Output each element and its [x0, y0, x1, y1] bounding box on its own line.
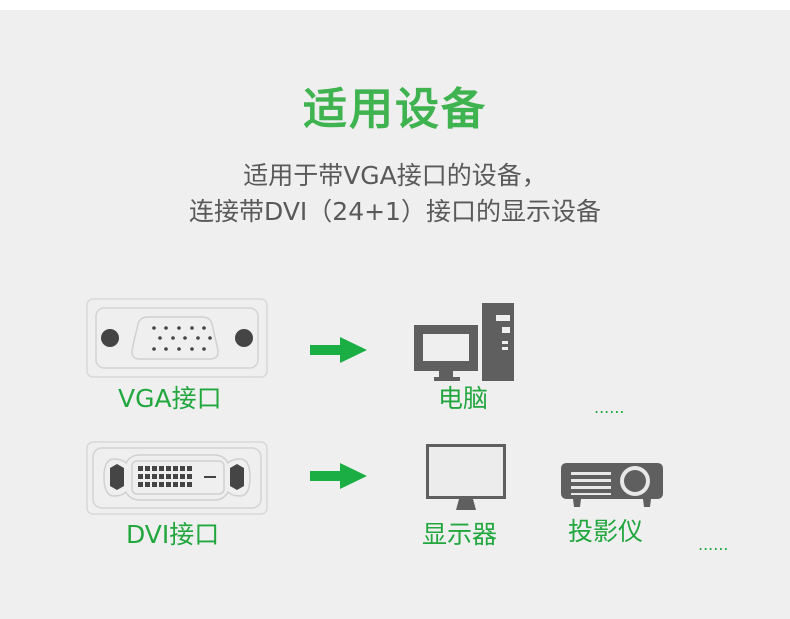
more-devices-ellipsis: ......	[698, 535, 729, 554]
dvi-connector-label: DVI接口	[126, 520, 220, 549]
page-title: 适用设备	[303, 84, 487, 135]
device-label-projector: 投影仪	[568, 517, 644, 546]
description-line-2: 连接带DVI（24+1）接口的显示设备	[189, 197, 601, 226]
description-line-1: 适用于带VGA接口的设备，	[243, 161, 547, 190]
right-arrow-icon	[310, 463, 368, 489]
device-label-computer: 电脑	[438, 384, 489, 413]
monitor-icon	[426, 444, 506, 510]
desktop-computer-icon	[414, 303, 518, 381]
projector-icon	[561, 461, 663, 511]
vga-connector-label: VGA接口	[118, 384, 222, 413]
device-label-monitor: 显示器	[422, 520, 498, 549]
dvi-connector-icon	[86, 441, 268, 515]
right-arrow-icon	[310, 337, 368, 363]
content-panel	[0, 10, 790, 619]
more-devices-ellipsis: ......	[594, 398, 625, 417]
vga-connector-icon	[86, 298, 268, 378]
